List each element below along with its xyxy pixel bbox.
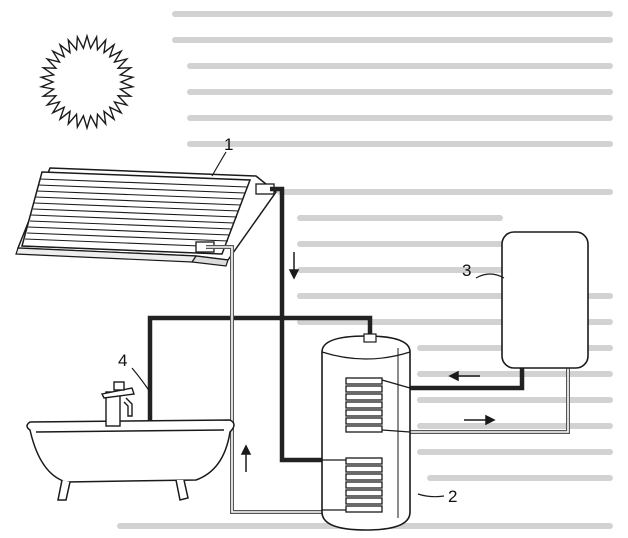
- upper-coil: [345, 377, 411, 433]
- boiler-return-pipe-inner: [410, 366, 569, 433]
- hot-pipe: [147, 186, 525, 463]
- lower-coil: [322, 457, 383, 513]
- leader-line-2: [417, 493, 445, 498]
- flow-arrow-right: [464, 414, 496, 426]
- label-storage-tank: 2: [448, 487, 457, 506]
- leader-line-1: [211, 151, 227, 177]
- label-tap: 4: [118, 351, 127, 370]
- bathtub: [26, 419, 235, 501]
- return-pipe: [206, 245, 328, 514]
- label-collector: 1: [224, 135, 233, 154]
- flow-arrow-down: [288, 252, 300, 280]
- solar-collector: [15, 167, 278, 267]
- leader-line-4: [131, 367, 151, 393]
- sun-icon: [38, 33, 136, 131]
- flow-arrow-up: [240, 444, 252, 472]
- faucet-icon: [100, 381, 135, 427]
- leader-lines: [131, 151, 505, 498]
- boiler: [501, 231, 589, 369]
- return-pipe-inner: [206, 246, 328, 513]
- leader-line-3: [475, 273, 505, 279]
- collector-tubes: [24, 178, 248, 248]
- label-boiler: 3: [462, 261, 471, 280]
- flow-arrow-left: [448, 370, 480, 382]
- storage-tank: [321, 333, 411, 531]
